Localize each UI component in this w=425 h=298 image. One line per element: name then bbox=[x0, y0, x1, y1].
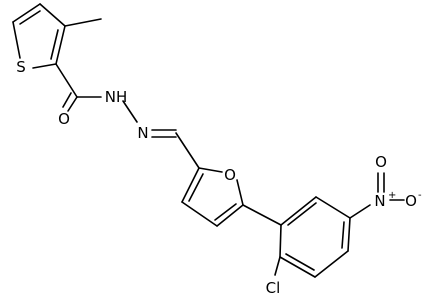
bond-furan-c5-c4-inner bbox=[214, 203, 237, 221]
atom-label-n-nitro: N bbox=[374, 192, 385, 210]
bond-furan-c3-c2 bbox=[181, 167, 200, 203]
bond-benz-c3-c4-inner bbox=[341, 221, 345, 249]
bond-benz-c4-c5 bbox=[314, 250, 349, 278]
atom-label-o-nitro-top: O bbox=[375, 153, 387, 171]
bond-c2-s bbox=[32, 63, 57, 69]
bond-carbonyl-o-2 bbox=[62, 92, 72, 108]
bond-carbonyl-o-1 bbox=[67, 96, 78, 112]
bond-benz-c6-c1 bbox=[279, 224, 282, 258]
atom-label-s: S bbox=[16, 58, 26, 76]
atom-labels: S O NH N O N + O O - Cl bbox=[16, 58, 422, 297]
bond-c2-carbonyl bbox=[55, 63, 78, 98]
bond-benz-c3-c4 bbox=[347, 217, 351, 252]
atom-label-nh: NH bbox=[105, 88, 128, 106]
atom-label-o-nitro-right: O bbox=[405, 192, 417, 210]
atom-label-o-furan: O bbox=[224, 166, 236, 184]
bond-c5-c4-inner bbox=[19, 10, 41, 25]
bond-furan-c2-o bbox=[198, 167, 223, 173]
bond-c3-c2 bbox=[55, 25, 66, 65]
bond-benz-c5-c6-inner bbox=[285, 253, 315, 271]
bond-furan-c5-c4 bbox=[216, 204, 244, 227]
bonds bbox=[12, 3, 405, 278]
bond-c5-c4 bbox=[12, 3, 41, 23]
bond-furan-benzene bbox=[242, 204, 282, 226]
charge-n-nitro: + bbox=[388, 190, 396, 201]
atom-label-o-carbonyl: O bbox=[58, 110, 70, 128]
bond-s-c5 bbox=[12, 21, 21, 59]
bond-c3-c2-inner bbox=[50, 29, 59, 60]
bond-furan-o-c5 bbox=[236, 179, 244, 206]
bond-c4-c3 bbox=[39, 3, 66, 27]
bond-ch-furan bbox=[175, 132, 200, 169]
bond-furan-c3-c2-inner bbox=[188, 173, 204, 202]
bond-benz-cl bbox=[274, 256, 281, 276]
atom-label-cl: Cl bbox=[266, 279, 281, 297]
bond-benz-c1-c2 bbox=[280, 196, 317, 226]
bond-nh-n bbox=[122, 100, 138, 123]
atom-label-n-imine: N bbox=[137, 124, 148, 142]
bond-furan-c4-c3 bbox=[181, 201, 218, 227]
bond-benz-c5-c6 bbox=[279, 256, 316, 278]
charge-o-nitro-right: - bbox=[418, 190, 422, 201]
bond-benz-c1-c2-inner bbox=[287, 202, 317, 226]
bond-c3-methyl bbox=[64, 18, 102, 27]
bond-benz-c2-c3 bbox=[315, 196, 351, 219]
bond-benz-nitro bbox=[349, 204, 371, 219]
